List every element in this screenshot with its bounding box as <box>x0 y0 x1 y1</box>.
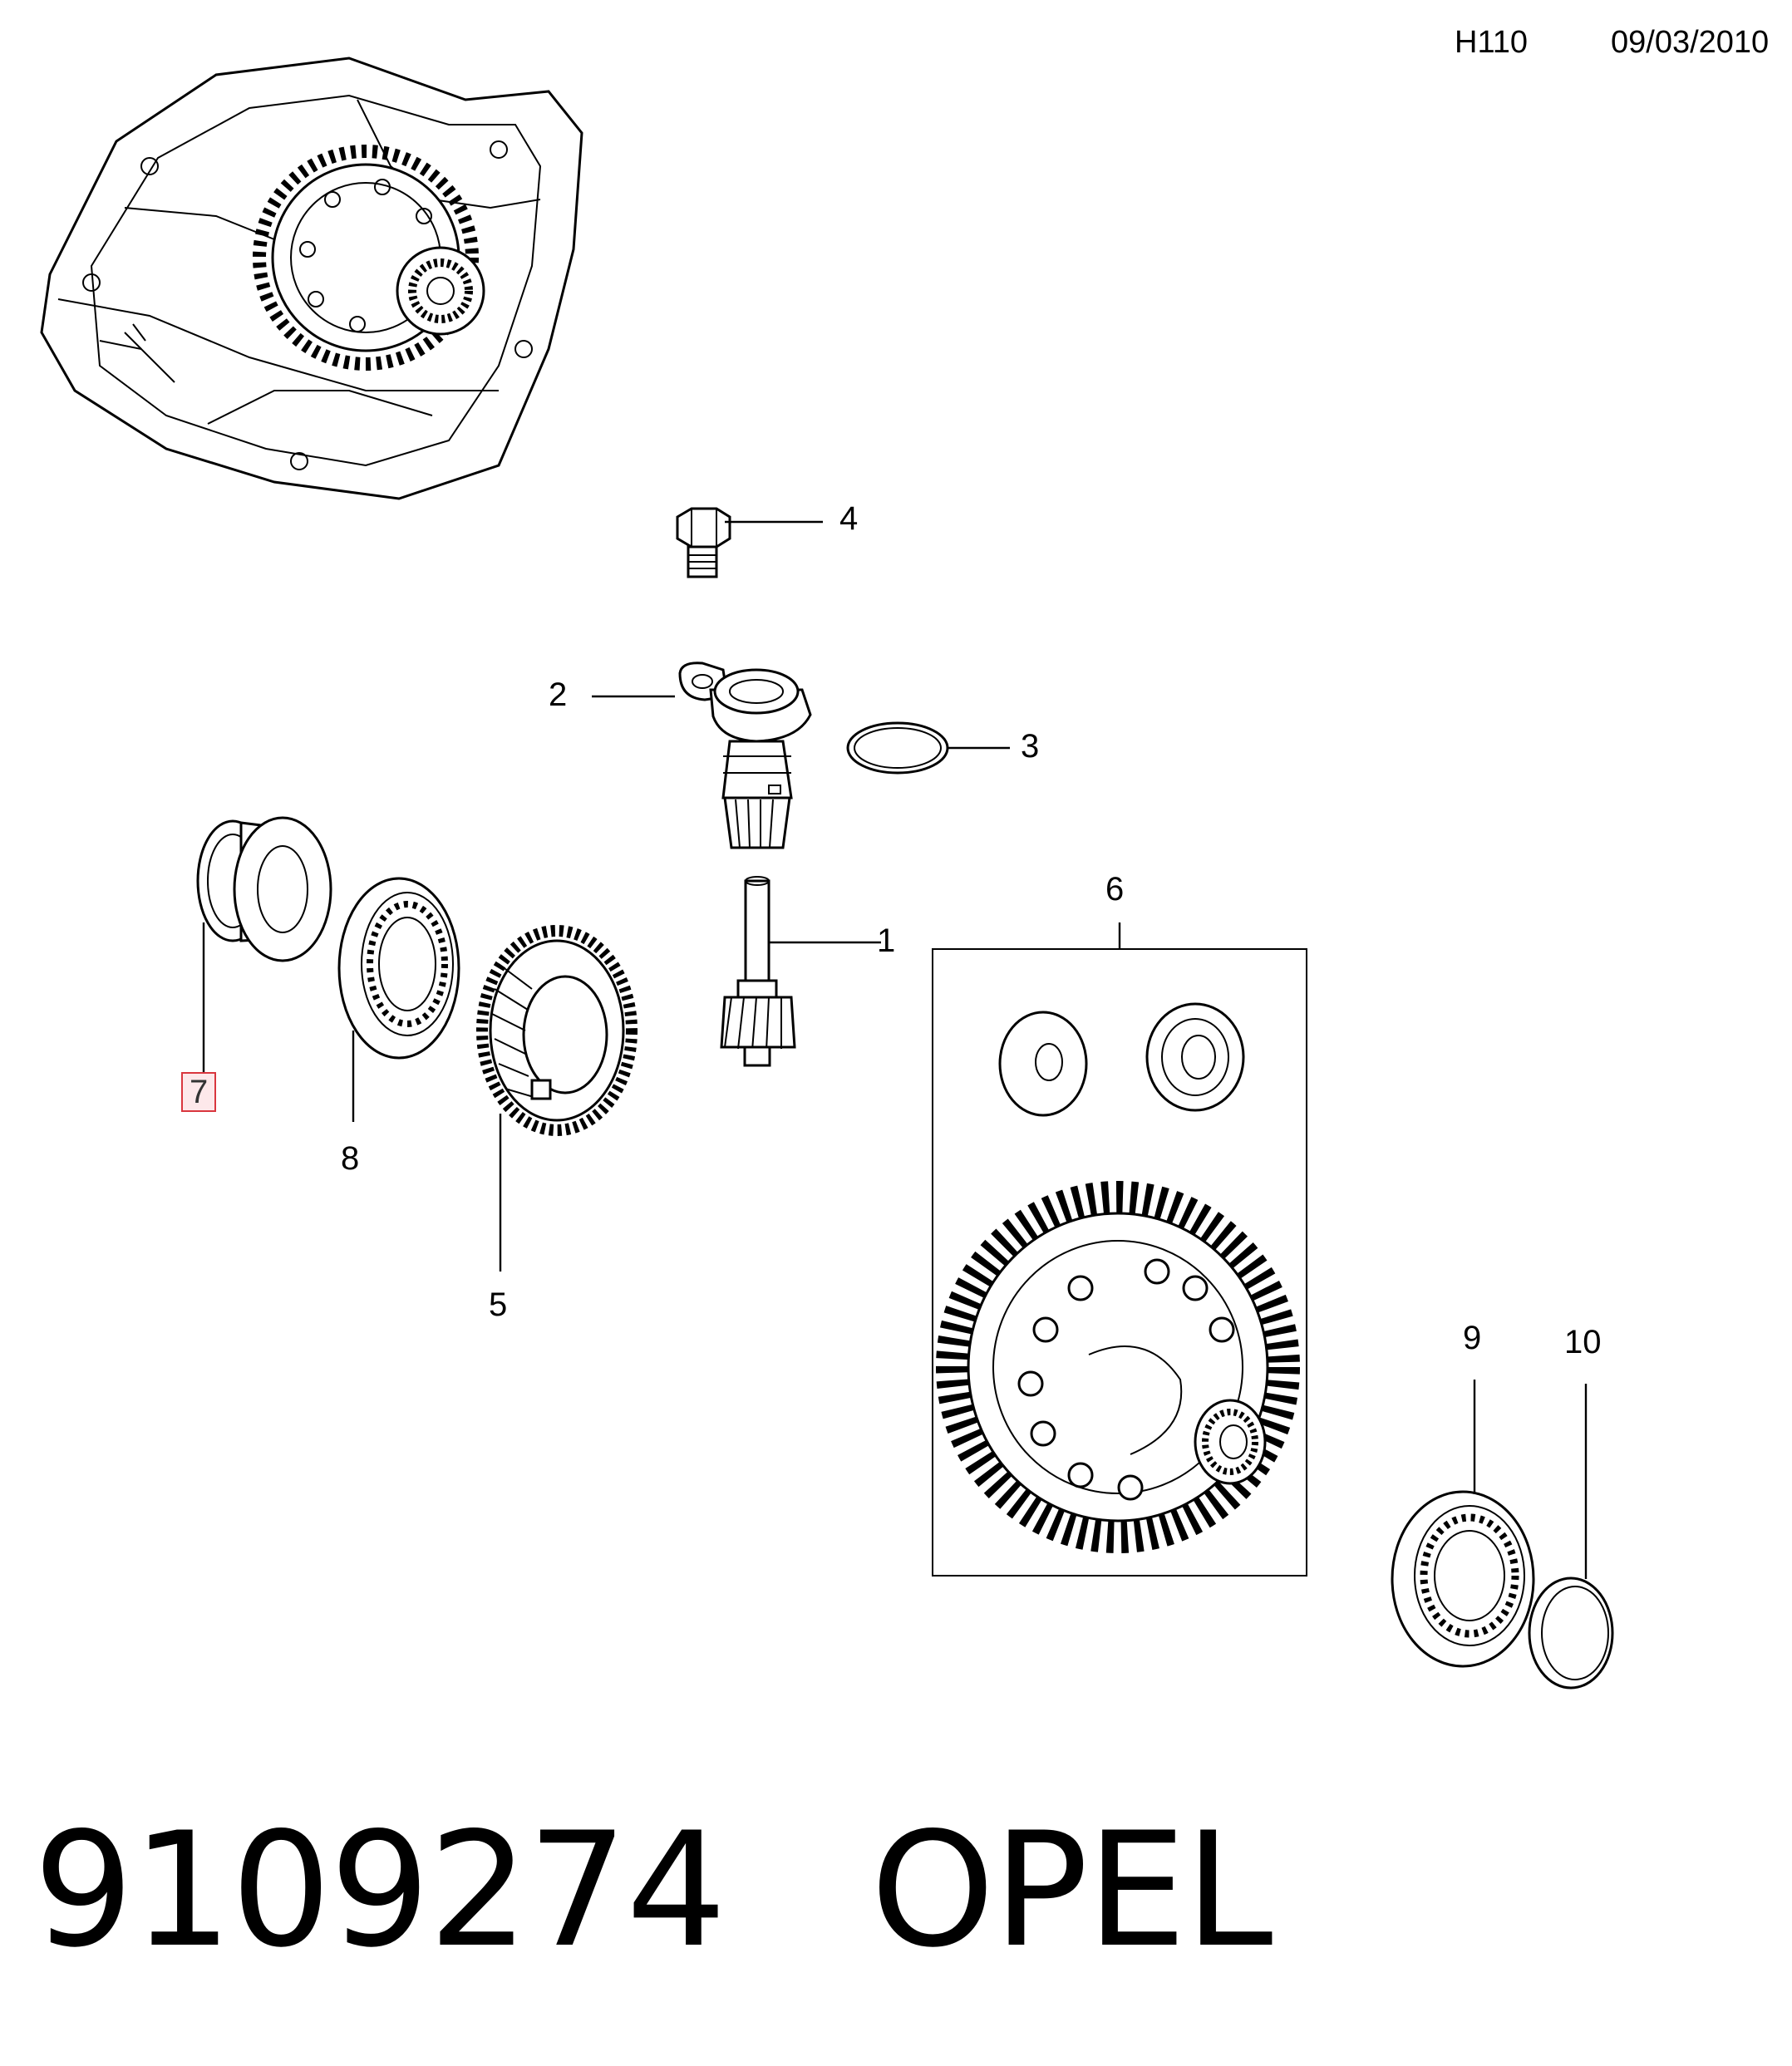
bearing-part-8 <box>337 877 460 1122</box>
race-part-10 <box>1528 1384 1614 1690</box>
part-number: 9109274 <box>33 1798 726 1982</box>
callout-1[interactable]: 1 <box>877 922 896 959</box>
callout-5[interactable]: 5 <box>489 1286 508 1323</box>
bolt-part-4 <box>676 507 823 578</box>
differential-assembly-part-6 <box>932 922 1307 1577</box>
bearing-part-9 <box>1391 1380 1535 1668</box>
part-title: 9109274 OPEL <box>33 1812 1273 1970</box>
transmission-housing-illustration <box>40 57 583 500</box>
pinion-housing-part-2 <box>592 662 812 849</box>
callout-7-highlighted[interactable]: 7 <box>181 1072 217 1112</box>
o-ring-part-3 <box>846 721 1010 775</box>
brand-name: OPEL <box>870 1798 1273 1982</box>
callout-3[interactable]: 3 <box>1021 728 1040 765</box>
callout-2[interactable]: 2 <box>549 676 568 713</box>
callout-4[interactable]: 4 <box>839 500 859 537</box>
callout-8[interactable]: 8 <box>341 1140 360 1177</box>
drawing-code: H110 <box>1455 25 1529 60</box>
drawing-date: 09/03/2010 <box>1611 25 1770 60</box>
callout-9[interactable]: 9 <box>1463 1320 1482 1356</box>
washer-set-part-7 <box>196 816 332 1072</box>
driven-gear-shaft-part-1 <box>720 876 881 1067</box>
callout-10[interactable]: 10 <box>1564 1324 1602 1360</box>
helical-gear-part-5 <box>476 925 638 1272</box>
callout-6[interactable]: 6 <box>1105 871 1125 908</box>
